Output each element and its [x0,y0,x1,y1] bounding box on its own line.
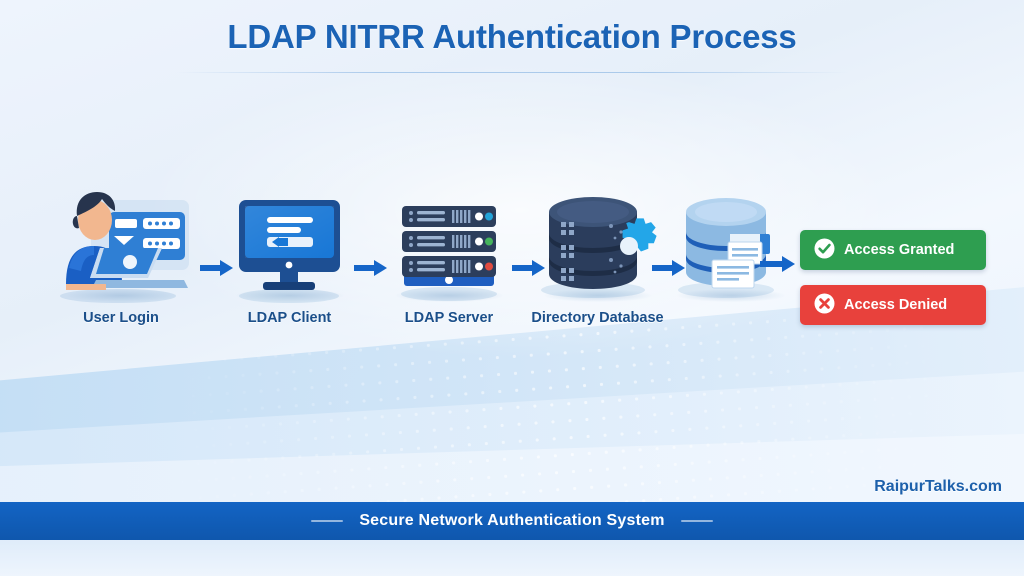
flow-step-data-records [668,186,793,310]
footer-text: Secure Network Authentication System [359,512,665,529]
page-title: LDAP NITRR Authentication Process [227,18,797,55]
flow-step-label: LDAP Server [404,310,494,326]
status-badge-label: Access Denied [844,297,948,313]
icon-shadow [395,289,503,302]
flow-step-ldap-server: LDAP Server [384,186,514,326]
x-circle-icon [814,293,835,318]
status-badge-access-denied[interactable]: Access Denied [800,285,986,325]
flow-step-directory-database: Directory Database [525,186,670,326]
icon-shadow [235,289,344,302]
icon-shadow [676,289,785,302]
header-divider [176,72,848,73]
right-arrow-icon [760,254,796,279]
flow-step-label: LDAP Client [247,310,332,326]
status-badge-label: Access Granted [844,242,955,258]
footer-bar: Secure Network Authentication System [0,502,1024,540]
right-arrow-icon [200,258,234,283]
user-at-laptop-login-icon [46,186,196,304]
icon-shadow [67,289,175,302]
server-rack-icon [384,186,514,304]
process-flow: User Login [0,186,1024,351]
database-gear-icon [525,186,670,304]
flow-step-label: Directory Database [531,310,664,326]
footer-dash-right [680,520,713,522]
desktop-monitor-icon [227,186,352,304]
watermark: RaipurTalks.com [874,478,1002,495]
flow-step-ldap-client: LDAP Client [227,186,352,326]
icon-shadow [543,289,652,302]
right-arrow-icon [354,258,388,283]
right-arrow-icon [512,258,546,283]
check-circle-icon [814,238,835,263]
flow-step-label: User Login [83,310,159,326]
status-badge-access-granted[interactable]: Access Granted [800,230,986,270]
footer-dash-left [311,520,344,522]
right-arrow-icon [652,258,686,283]
flow-step-user-login: User Login [46,186,196,326]
database-documents-icon [668,186,793,304]
footer-base-strip [0,540,1024,576]
